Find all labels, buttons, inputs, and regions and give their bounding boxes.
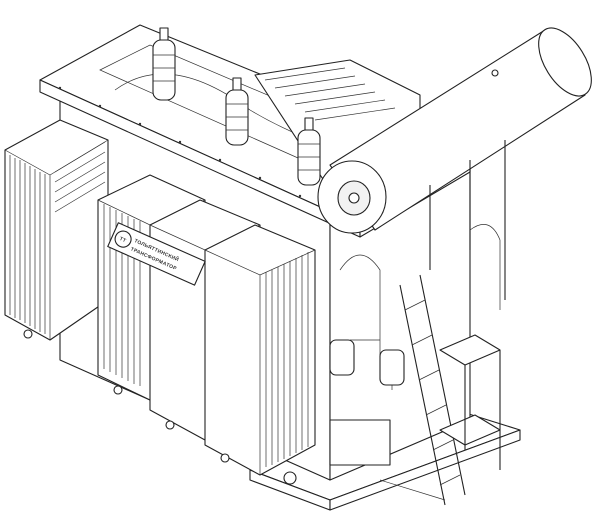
bushing-3 xyxy=(297,117,321,186)
radiator-left xyxy=(4,119,109,341)
nameplate-logo: ТТ xyxy=(118,236,127,244)
bushing-2 xyxy=(225,77,249,146)
conservator xyxy=(317,27,592,234)
tap-changer-drives xyxy=(329,339,405,386)
conservator-support xyxy=(429,140,506,310)
ladder xyxy=(379,274,501,506)
bushings xyxy=(152,27,321,186)
bushing-1 xyxy=(152,27,176,101)
radiator-front xyxy=(204,224,316,485)
